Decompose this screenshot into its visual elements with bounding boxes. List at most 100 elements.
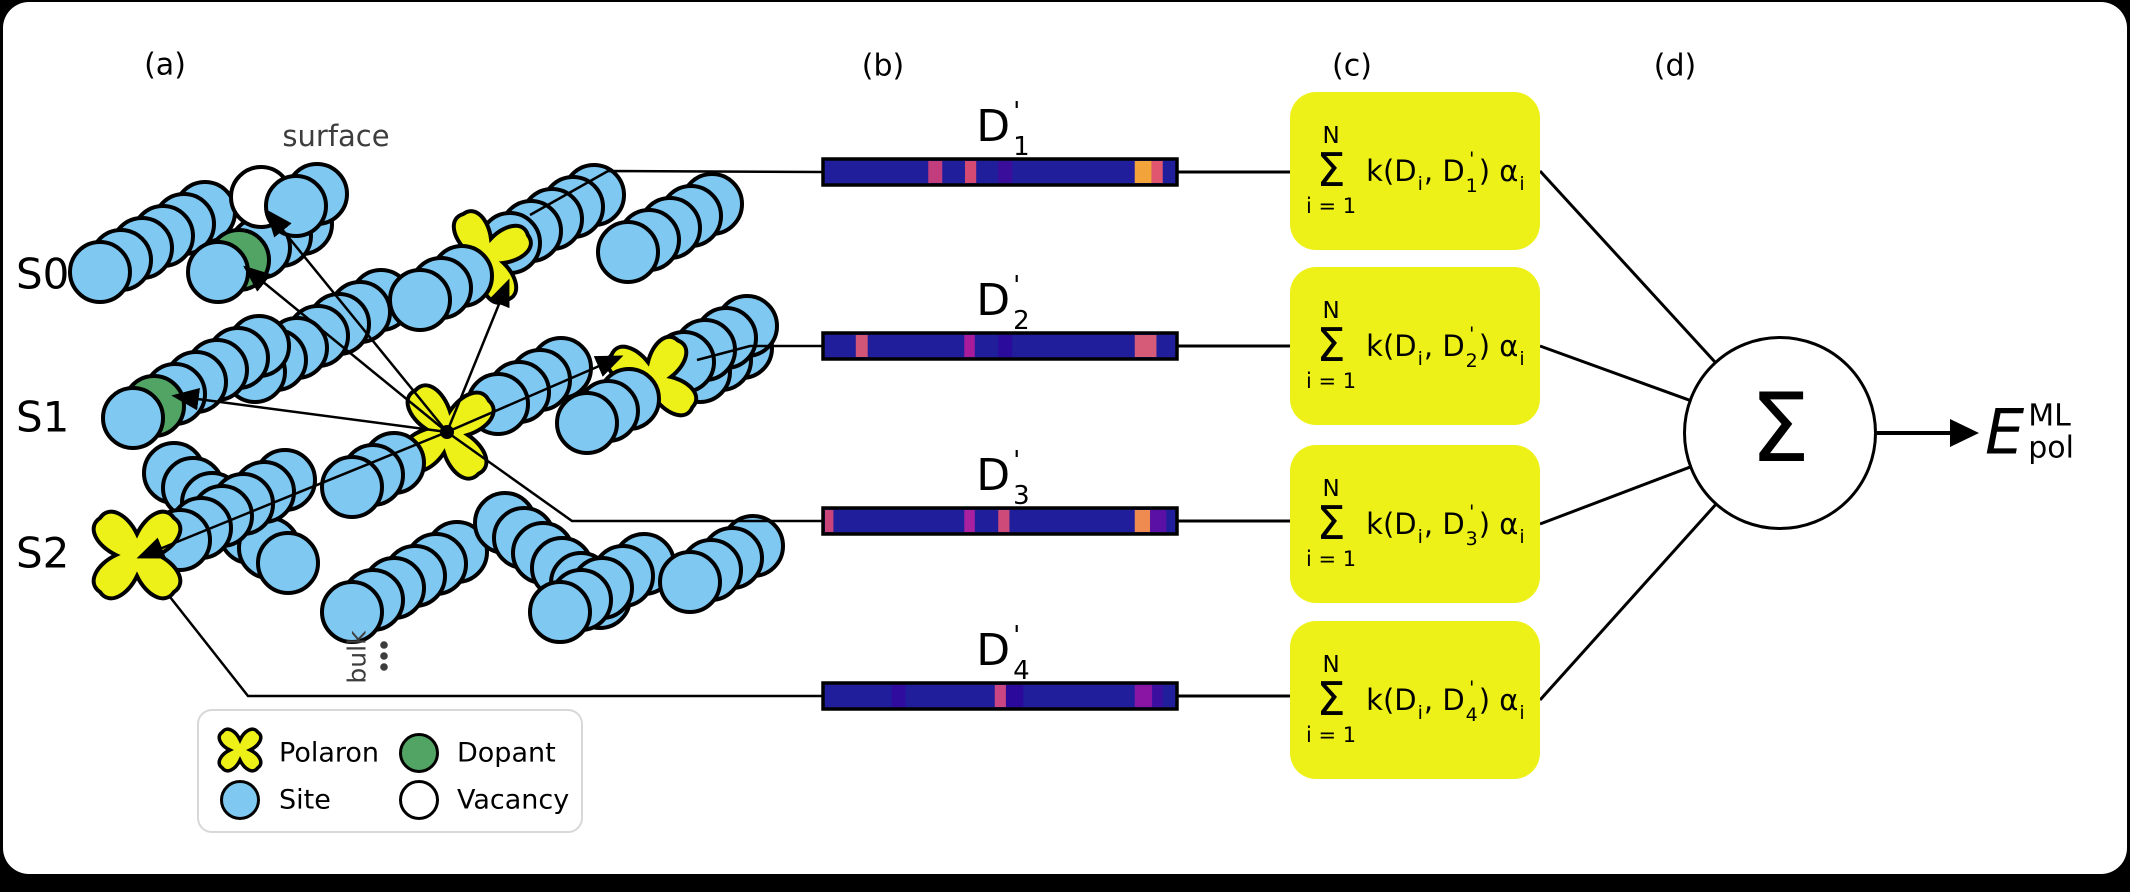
lattice-to-descriptor-line	[446, 430, 822, 523]
descriptor-stripe	[964, 510, 975, 532]
hop-arrow	[243, 265, 448, 433]
prime-mark: '	[1013, 271, 1021, 301]
descriptor-stripe	[1005, 685, 1024, 707]
hop-arrow	[136, 430, 448, 559]
descriptor-stripe	[928, 161, 943, 183]
bulk-ellipsis-dot	[380, 652, 388, 660]
descriptor-stripe	[825, 510, 834, 532]
legend: Polaron Dopant Site Vacancy	[197, 709, 583, 833]
descriptor-stripe	[965, 161, 977, 183]
descriptor-stripe	[1134, 510, 1151, 532]
row-label-s0: S0	[16, 249, 70, 299]
descriptor-label-2: D '2	[976, 271, 1030, 337]
subscript: pol	[2028, 431, 2074, 466]
interaction-arrows	[136, 209, 624, 671]
descriptor-stripe	[1134, 335, 1157, 357]
legend-label-vacancy: Vacancy	[457, 784, 570, 816]
lattice-site	[320, 580, 384, 644]
output-arrowhead	[1950, 419, 1979, 447]
descriptor-stripe	[1150, 510, 1167, 532]
surface-label: surface	[282, 119, 390, 153]
descriptor-stripe	[998, 510, 1010, 532]
descriptor-bars	[821, 157, 1179, 711]
dopant-icon	[399, 733, 439, 773]
prime-mark: '	[1013, 621, 1021, 651]
lattice-site	[658, 550, 722, 614]
lattice-site	[528, 580, 592, 644]
descriptor-stripe	[855, 335, 868, 357]
vacancy-icon	[399, 780, 439, 820]
polaron-center-dot	[440, 425, 454, 439]
figure-canvas	[3, 2, 1979, 874]
hop-arrow	[446, 355, 624, 434]
hop-arrow	[265, 209, 448, 433]
prime-mark: '	[1013, 446, 1021, 476]
descriptor-stripe	[994, 685, 1006, 707]
panel-label-a: (a)	[144, 47, 186, 83]
descriptor-bar-1	[821, 157, 1179, 187]
hop-arrow	[445, 278, 510, 433]
lattice-group	[70, 164, 783, 642]
lattice-site	[186, 240, 250, 304]
descriptor-stripe	[998, 335, 1013, 357]
descriptor-label-1: D '1	[976, 97, 1030, 163]
descriptor-stripe	[1134, 685, 1153, 707]
bulk-label: bulk	[342, 630, 372, 684]
descriptor-label-3: D '3	[976, 446, 1030, 512]
descriptor-stripe	[1152, 685, 1163, 707]
descriptor-stripe	[891, 685, 906, 707]
prime-mark: '	[1013, 97, 1021, 127]
sigma-symbol: Σ	[1749, 373, 1811, 484]
descriptor-stripe	[998, 161, 1013, 183]
bulk-ellipsis-dot	[380, 641, 388, 649]
connector-lines	[169, 169, 823, 698]
bulk-ellipsis-dot	[380, 663, 388, 671]
output-arrow	[1877, 419, 1979, 447]
legend-label-dopant: Dopant	[457, 737, 556, 769]
row-label-s2: S2	[16, 528, 70, 578]
panel-label-b: (b)	[861, 48, 905, 84]
lattice-site	[596, 220, 660, 284]
site-icon	[220, 780, 260, 820]
superscript: ML	[2028, 398, 2071, 434]
panel-label-d: (d)	[1653, 48, 1697, 84]
lattice-site	[264, 174, 328, 238]
lattice-site	[101, 386, 165, 450]
row-label-s1: S1	[16, 392, 70, 442]
descriptor-stripe	[1151, 161, 1163, 183]
lattice-site	[320, 455, 384, 519]
figure-frame: (a) (b) (c) (d) surface bulk S0 S1 S2 D …	[3, 2, 2127, 874]
descriptor-bar-2	[821, 331, 1179, 361]
lattice-to-descriptor-line	[696, 344, 822, 362]
sum-node: Σ	[1683, 336, 1877, 530]
figure-stage: (a) (b) (c) (d) surface bulk S0 S1 S2 D …	[3, 2, 2127, 874]
lattice-to-descriptor-line	[529, 169, 823, 217]
descriptor-stripe	[1134, 161, 1152, 183]
legend-label-polaron: Polaron	[279, 737, 380, 769]
descriptor-bar-3	[821, 506, 1179, 536]
descriptor-bar-4	[821, 681, 1179, 711]
lattice-site	[388, 268, 452, 332]
lattice-site	[68, 240, 132, 304]
hop-arrow	[171, 387, 448, 434]
polaron-icon	[212, 724, 268, 782]
panel-label-c: (c)	[1332, 48, 1372, 84]
descriptor-stripe	[964, 335, 975, 357]
legend-label-site: Site	[279, 784, 331, 816]
lattice-site	[555, 391, 619, 455]
lattice-site	[256, 531, 320, 595]
descriptor-label-4: D '4	[976, 621, 1030, 687]
